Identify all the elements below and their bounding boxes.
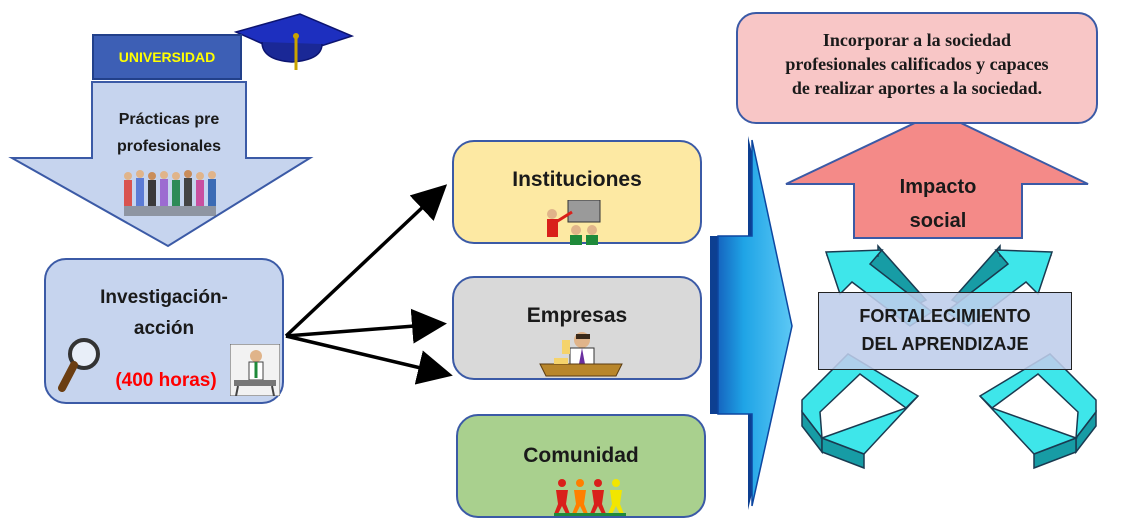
worker-at-desk-icon bbox=[230, 344, 280, 396]
research-line-2: acción bbox=[133, 318, 195, 339]
goal-line-2: profesionales calificados y capaces bbox=[785, 54, 1049, 74]
research-line-1: Investigación- bbox=[100, 287, 228, 308]
arrow-to-institutions bbox=[284, 184, 448, 338]
arrow-to-community bbox=[285, 334, 453, 385]
arrow-to-companies bbox=[285, 308, 447, 344]
impact-up-arrow bbox=[785, 110, 1089, 239]
teacher-board-icon bbox=[547, 200, 601, 245]
practices-line-2: profesionales bbox=[116, 138, 222, 155]
goal-line-1: Incorporar a la sociedad bbox=[822, 30, 1012, 50]
university-label: UNIVERSIDAD bbox=[118, 49, 216, 65]
research-hours: (400 horas) bbox=[115, 370, 217, 391]
practices-line-1: Prácticas pre bbox=[118, 111, 220, 128]
goal-box bbox=[736, 12, 1098, 124]
research-action-box bbox=[44, 258, 284, 404]
strengthening-line-1: FORTALECIMIENTO bbox=[859, 306, 1031, 326]
research-label: Investigación- acción bbox=[44, 282, 284, 344]
graduation-cap-icon bbox=[233, 13, 355, 70]
impact-line-2: social bbox=[909, 210, 967, 232]
magnifier-icon bbox=[58, 338, 100, 392]
strengthening-label: FORTALECIMIENTO DEL APRENDIZAJE bbox=[818, 302, 1072, 358]
big-right-arrow bbox=[710, 136, 793, 510]
companies-label: Empresas bbox=[526, 304, 628, 327]
impact-label: Impacto social bbox=[854, 170, 1022, 238]
community-people-icon bbox=[554, 479, 626, 516]
businessman-desk-icon bbox=[539, 332, 623, 377]
practices-down-arrow bbox=[8, 81, 314, 248]
goal-line-3: de realizar aportes a la sociedad. bbox=[791, 78, 1043, 98]
goal-text: Incorporar a la sociedad profesionales c… bbox=[736, 28, 1098, 100]
institutions-label: Instituciones bbox=[512, 168, 642, 191]
strengthening-box bbox=[818, 292, 1072, 370]
people-group-icon bbox=[124, 170, 216, 216]
community-label: Comunidad bbox=[523, 444, 639, 467]
strengthening-line-2: DEL APRENDIZAJE bbox=[861, 334, 1029, 354]
practices-label: Prácticas pre profesionales bbox=[92, 106, 246, 160]
impact-line-1: Impacto bbox=[899, 176, 977, 198]
university-box: UNIVERSIDAD bbox=[92, 34, 242, 80]
